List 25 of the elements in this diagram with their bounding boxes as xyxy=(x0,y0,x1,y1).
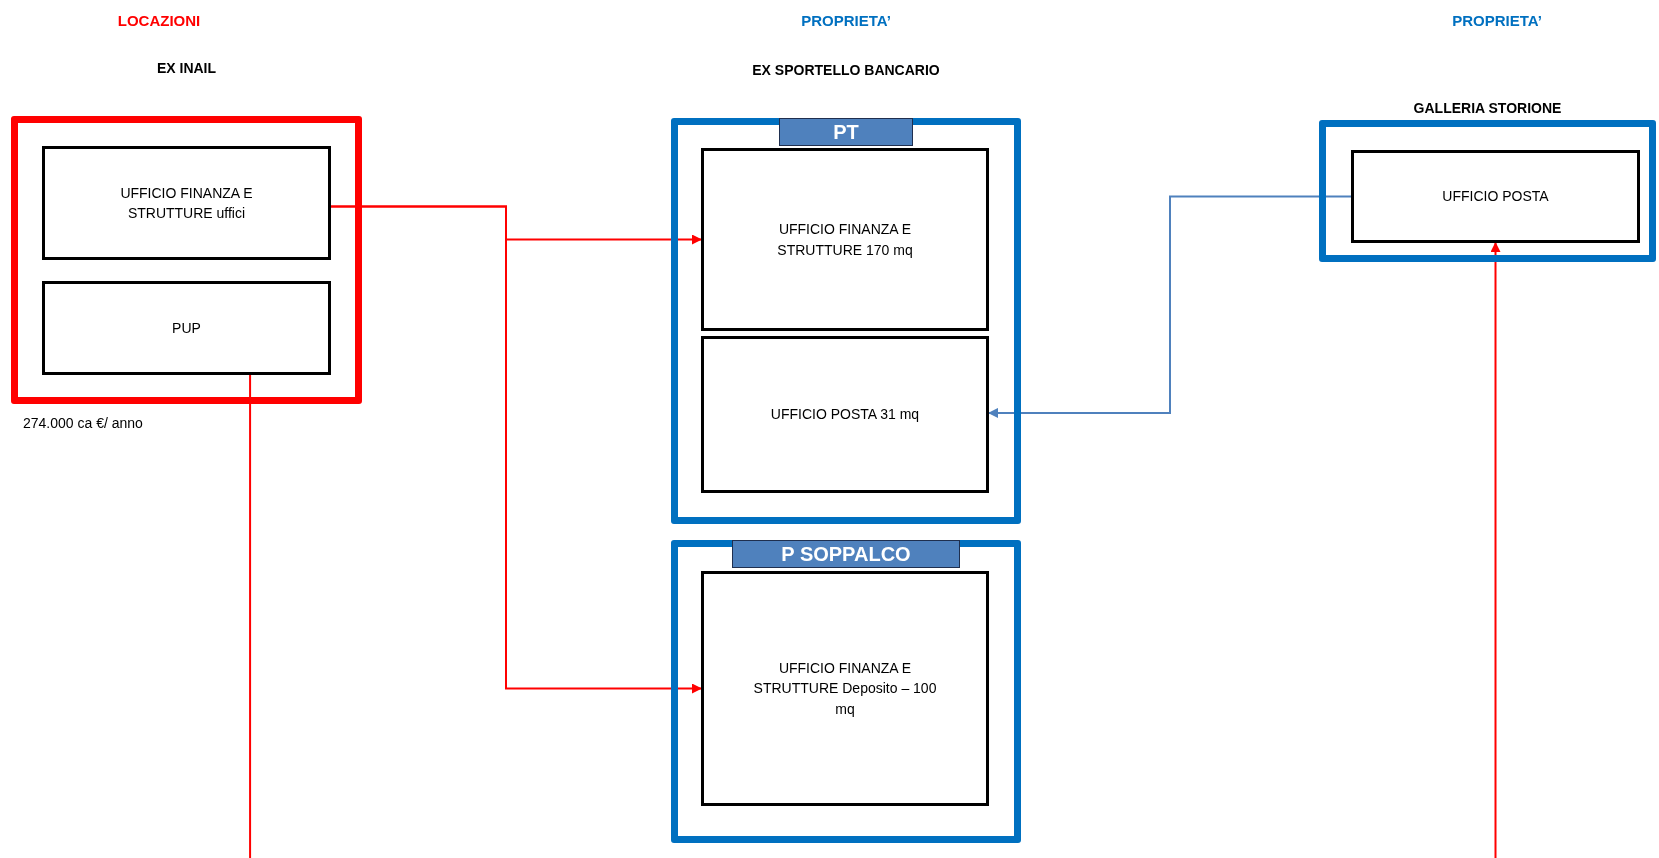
room-label: UFFICIO POSTA 31 mq xyxy=(770,405,920,425)
building-heading: GALLERIA STORIONE xyxy=(1413,100,1562,116)
room-box xyxy=(701,336,989,493)
column-heading: LOCAZIONI xyxy=(117,12,201,29)
building-frame xyxy=(671,540,1021,843)
connector-arrow xyxy=(988,195,1352,418)
building-heading: EX INAIL xyxy=(156,60,217,76)
connector-arrow xyxy=(1490,242,1501,858)
column-heading: PROPRIETA’ xyxy=(801,12,891,29)
column-heading: PROPRIETA’ xyxy=(1452,12,1542,29)
floor-tab: P SOPPALCO xyxy=(732,540,960,568)
floor-tab: PT xyxy=(779,118,913,146)
room-label: UFFICIO FINANZA E STRUTTURE 170 mq xyxy=(776,220,914,260)
room-box xyxy=(701,148,989,331)
building-heading: EX SPORTELLO BANCARIO xyxy=(752,62,940,78)
room-box xyxy=(42,146,331,260)
room-label: UFFICIO FINANZA E STRUTTURE Deposito – 100 mq xyxy=(752,659,938,719)
room-box xyxy=(42,281,331,375)
connector-arrow xyxy=(330,205,702,694)
room-label: UFFICIO POSTA xyxy=(1442,187,1549,207)
cost-note: 274.000 ca €/ anno xyxy=(23,415,143,431)
room-box xyxy=(701,571,989,806)
room-label: UFFICIO FINANZA E STRUTTURE uffici xyxy=(119,183,254,223)
room-box xyxy=(1351,150,1640,243)
room-label: PUP xyxy=(172,318,201,338)
